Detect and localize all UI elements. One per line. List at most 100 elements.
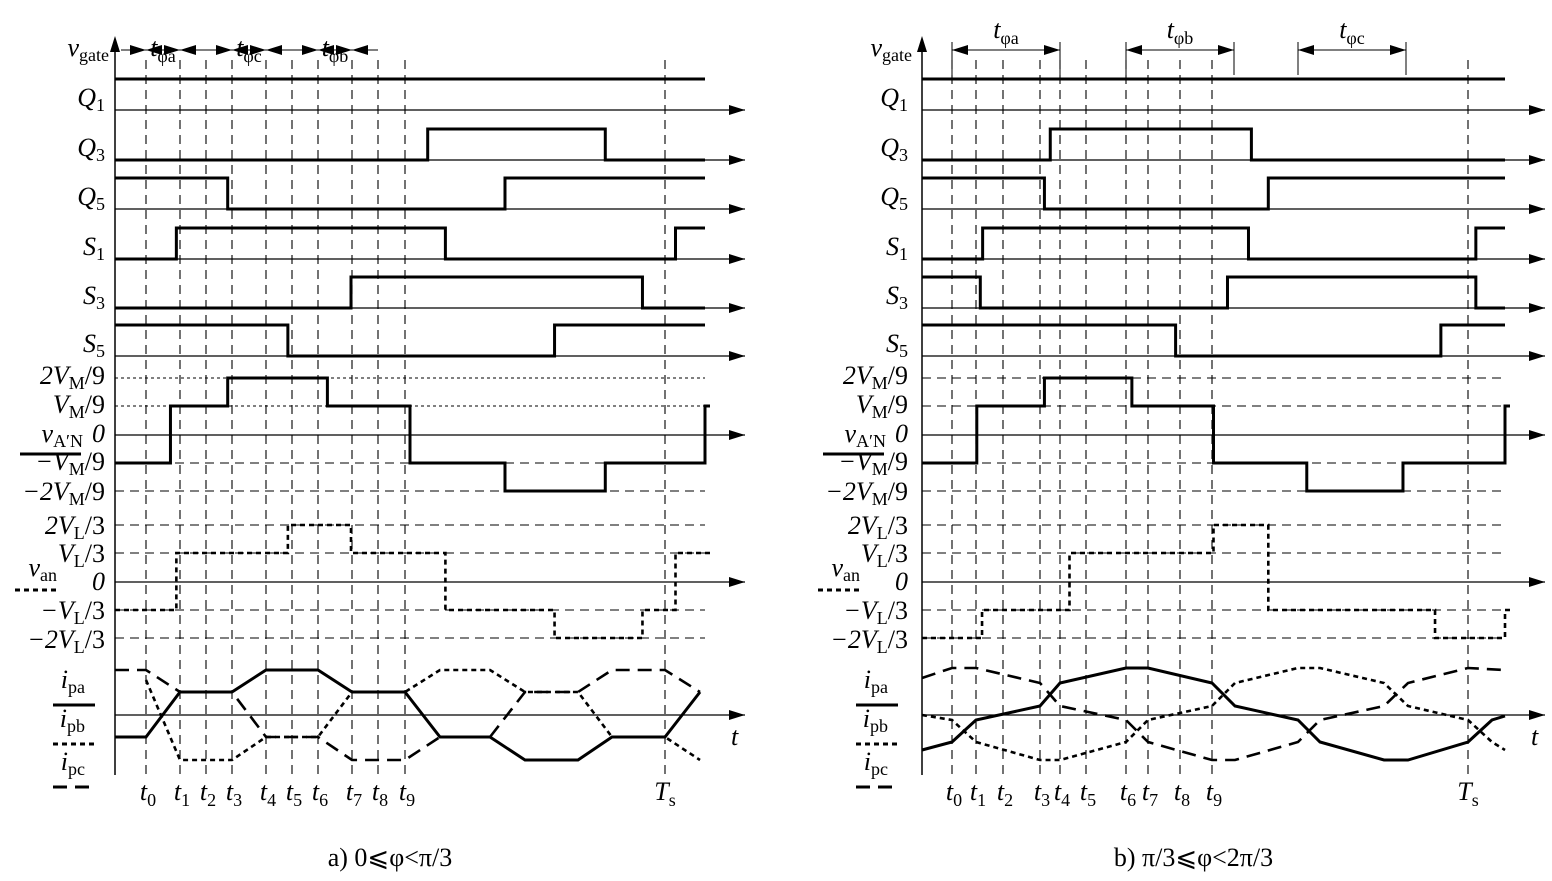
label-ipb: ipb [60,704,85,736]
interval-label-1: tφb [1167,15,1194,48]
tick-label-t7: t7 [1142,777,1158,810]
waveform-vAN [115,376,710,493]
interval-label-0: tφa [150,33,176,66]
tick-label-t5: t5 [1080,777,1096,810]
t-axis-label: t [731,722,739,751]
interval-arrow-right [336,45,352,55]
label-S3: S3 [886,281,908,313]
label-zero-vAN: 0 [895,419,908,448]
waveform-Q5 [115,176,705,211]
axis-arrow-i [729,710,745,720]
tick-label-t5: t5 [286,777,302,810]
tick-label-t7: t7 [346,777,362,810]
waveform-Q3 [115,127,705,162]
label-vgate: vgate [67,33,109,65]
tick-label-Ts: Ts [1457,777,1478,810]
axis-arrow-Q3 [729,155,745,165]
tick-label-t9: t9 [399,777,415,810]
tick-label-t8: t8 [1174,777,1190,810]
tick-label-t3: t3 [1034,777,1050,810]
label-ipb: ipb [863,704,888,736]
gap-arrow [130,45,146,55]
label-S3: S3 [83,281,105,313]
tick-label-t4: t4 [1054,777,1070,810]
label-Q3: Q3 [880,133,908,165]
label-zero-van: 0 [895,567,908,596]
label-ipc: ipc [864,747,888,779]
tick-label-t0: t0 [946,777,962,810]
label-zero-vAN: 0 [92,419,105,448]
label-VL3: VL/3 [861,539,908,571]
label-Q1: Q1 [77,83,105,115]
label-S1: S1 [886,232,908,264]
label-vgate: vgate [870,33,912,65]
interval-arrow-left [1298,45,1314,55]
label-neg2VM9: −2VM/9 [825,477,908,509]
panel-caption: a) 0⩽φ<π/3 [328,843,453,872]
label-2VL3: 2VL/3 [45,511,105,543]
vertical-axis-arrow [917,36,927,52]
waveform-ipb [115,668,701,762]
label-ipa: ipa [61,665,85,697]
label-2VM9: 2VM/9 [843,361,908,393]
axis-arrow-vAN [729,430,745,440]
axis-arrow-Q1 [1529,105,1545,115]
label-VM9: VM/9 [53,390,105,422]
interval-label-1: tφc [236,33,262,66]
waveform-S3 [922,275,1505,310]
waveform-S5 [922,323,1505,358]
label-VM9: VM/9 [856,390,908,422]
label-negVL3: −VL/3 [40,596,105,628]
tick-label-t9: t9 [1206,777,1222,810]
interval-arrow-right [1390,45,1406,55]
waveform-Q3 [922,127,1505,162]
tick-label-t0: t0 [140,777,156,810]
label-Q5: Q5 [77,182,105,214]
axis-arrow-Q1 [729,105,745,115]
label-neg2VL3: −2VL/3 [27,625,105,657]
axis-arrow-S3 [729,303,745,313]
axis-arrow-Q5 [1529,204,1545,214]
tick-label-t8: t8 [372,777,388,810]
tick-label-t1: t1 [174,777,190,810]
waveform-vAN [922,376,1510,493]
waveform-van [115,523,710,640]
label-Q1: Q1 [880,83,908,115]
label-vAN: vA′N [845,419,886,451]
label-van: van [28,553,57,585]
gap-arrow [352,45,368,55]
waveform-S1 [115,226,705,261]
interval-label-2: tφc [1339,15,1365,48]
interval-arrow-right [250,45,266,55]
interval-arrow-right [1044,45,1060,55]
interval-arrow-right [164,45,180,55]
axis-arrow-S1 [729,254,745,264]
gap-arrow-right [216,45,232,55]
label-S1: S1 [83,232,105,264]
label-ipc: ipc [61,747,85,779]
axis-arrow-S5 [729,351,745,361]
label-Q5: Q5 [880,182,908,214]
axis-arrow-Q5 [729,204,745,214]
label-ipa: ipa [864,665,888,697]
label-negVM9: −VM/9 [35,447,105,479]
tick-label-t6: t6 [1120,777,1136,810]
label-negVM9: −VM/9 [838,447,908,479]
interval-arrow-left [146,45,162,55]
gap-arrow-right [302,45,318,55]
axis-arrow-S3 [1529,303,1545,313]
tick-label-t2: t2 [200,777,216,810]
interval-arrow-right [1218,45,1234,55]
tick-label-t1: t1 [970,777,986,810]
label-2VL3: 2VL/3 [848,511,908,543]
tick-label-t2: t2 [997,777,1013,810]
axis-arrow-van [729,577,745,587]
axis-arrow-vAN [1529,430,1545,440]
label-zero-van: 0 [92,567,105,596]
waveform-ipb [921,666,1506,762]
label-S5: S5 [83,329,105,361]
label-2VM9: 2VM/9 [40,361,105,393]
tick-label-t4: t4 [260,777,276,810]
waveform-van [922,523,1510,640]
